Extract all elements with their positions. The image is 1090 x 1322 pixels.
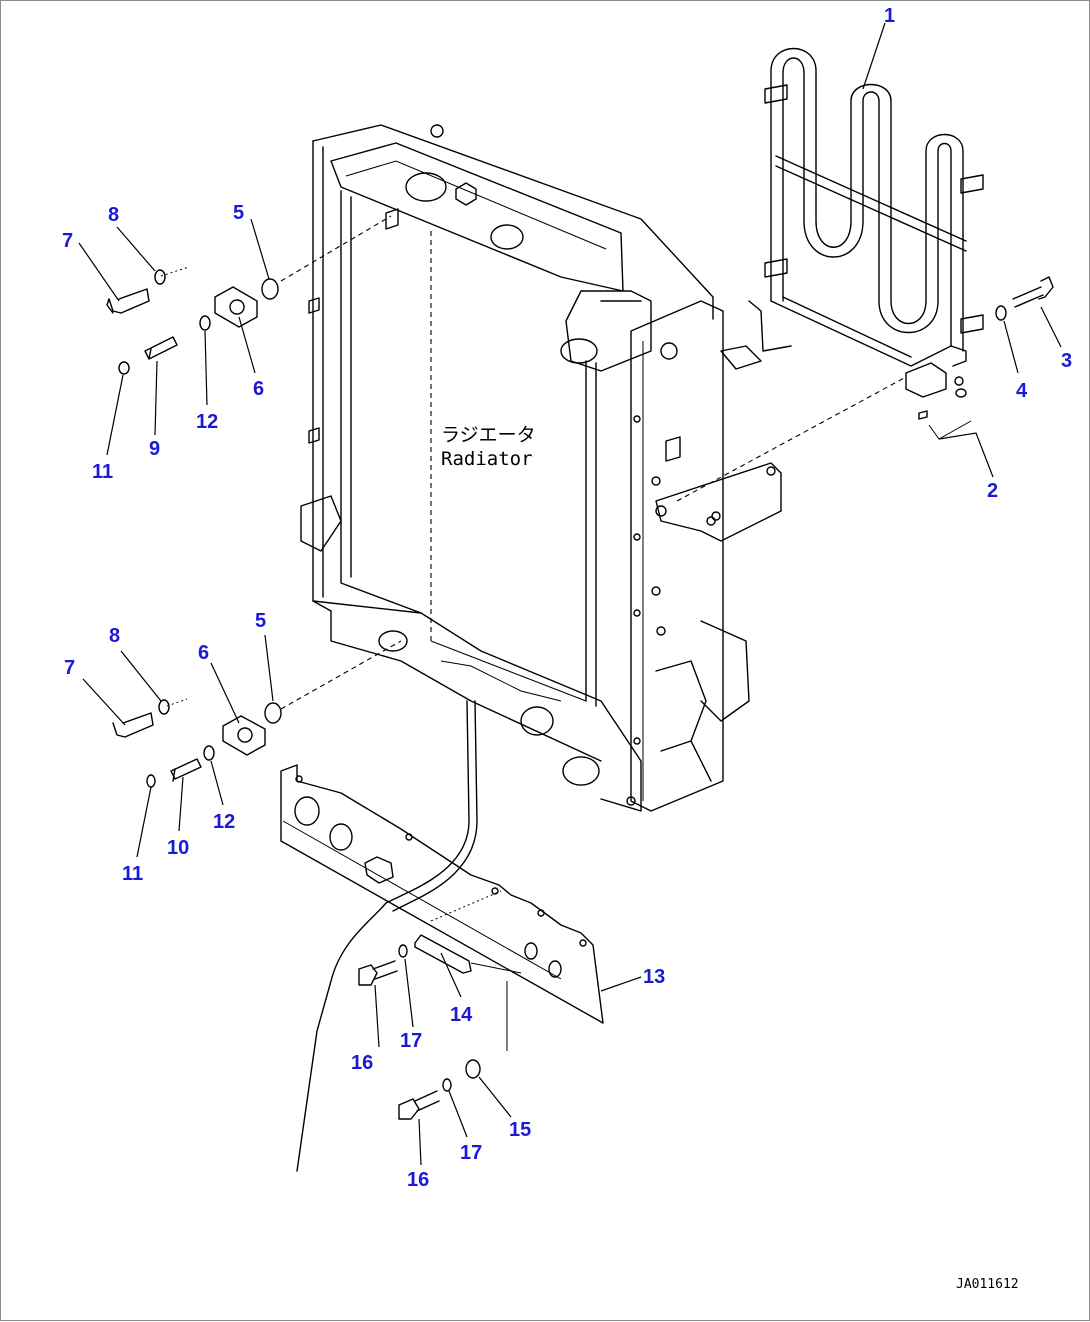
callout-3: 3: [1061, 350, 1072, 372]
callout-14: 14: [450, 1004, 473, 1026]
callout-13: 13: [643, 966, 665, 988]
callout-2: 2: [987, 480, 998, 502]
washer-4: [995, 305, 1007, 321]
callout-9: 9: [149, 438, 160, 460]
radiator-label-en: Radiator: [441, 448, 533, 470]
oil-cooler-coil: [764, 47, 984, 420]
bolt-16-upper: [358, 960, 398, 986]
callouts: 1 2 3 4 5 6 7 8 9 11 12 5 6 7 8 10 11 12…: [62, 5, 1072, 1191]
callout-7-upper: 7: [62, 230, 73, 252]
callout-12-upper: 12: [196, 411, 218, 433]
callout-8-lower: 8: [109, 625, 120, 647]
guard-plate-13: [280, 764, 604, 1024]
callout-6-upper: 6: [253, 378, 264, 400]
callout-7-lower: 7: [64, 657, 75, 679]
callout-5-upper: 5: [233, 202, 244, 224]
callout-6-lower: 6: [198, 642, 209, 664]
washer-15: [465, 1059, 481, 1079]
leader-lines: [78, 22, 1062, 1166]
assembly-line-upper: [280, 215, 392, 282]
lower-left-fittings: [112, 699, 282, 788]
callout-5-lower: 5: [255, 610, 266, 632]
callout-11-lower: 11: [122, 863, 143, 885]
callout-16-upper: 16: [351, 1052, 373, 1074]
callout-16-lower: 16: [407, 1169, 429, 1191]
strap-14: [414, 934, 472, 974]
oring-2: [955, 388, 967, 398]
drain-hose: [296, 700, 470, 1172]
callout-4: 4: [1016, 380, 1028, 402]
callout-17-lower: 17: [460, 1142, 482, 1164]
callout-17-upper: 17: [400, 1030, 422, 1052]
callout-15: 15: [509, 1119, 531, 1141]
bolt-16-lower: [398, 1090, 440, 1120]
callout-10: 10: [167, 837, 189, 859]
bolt-3: [1012, 276, 1054, 308]
drawing-code: JA011612: [956, 1277, 1019, 1292]
washer-17-lower: [442, 1078, 452, 1092]
callout-1: 1: [884, 5, 895, 27]
washer-17-upper: [398, 944, 408, 958]
radiator-label-jp: ラジエータ: [441, 424, 536, 446]
callout-12-lower: 12: [213, 811, 235, 833]
callout-11-upper: 11: [92, 461, 113, 483]
radiator: ラジエータ Radiator: [300, 124, 792, 812]
upper-left-fittings: [106, 269, 279, 375]
callout-8-upper: 8: [108, 204, 119, 226]
